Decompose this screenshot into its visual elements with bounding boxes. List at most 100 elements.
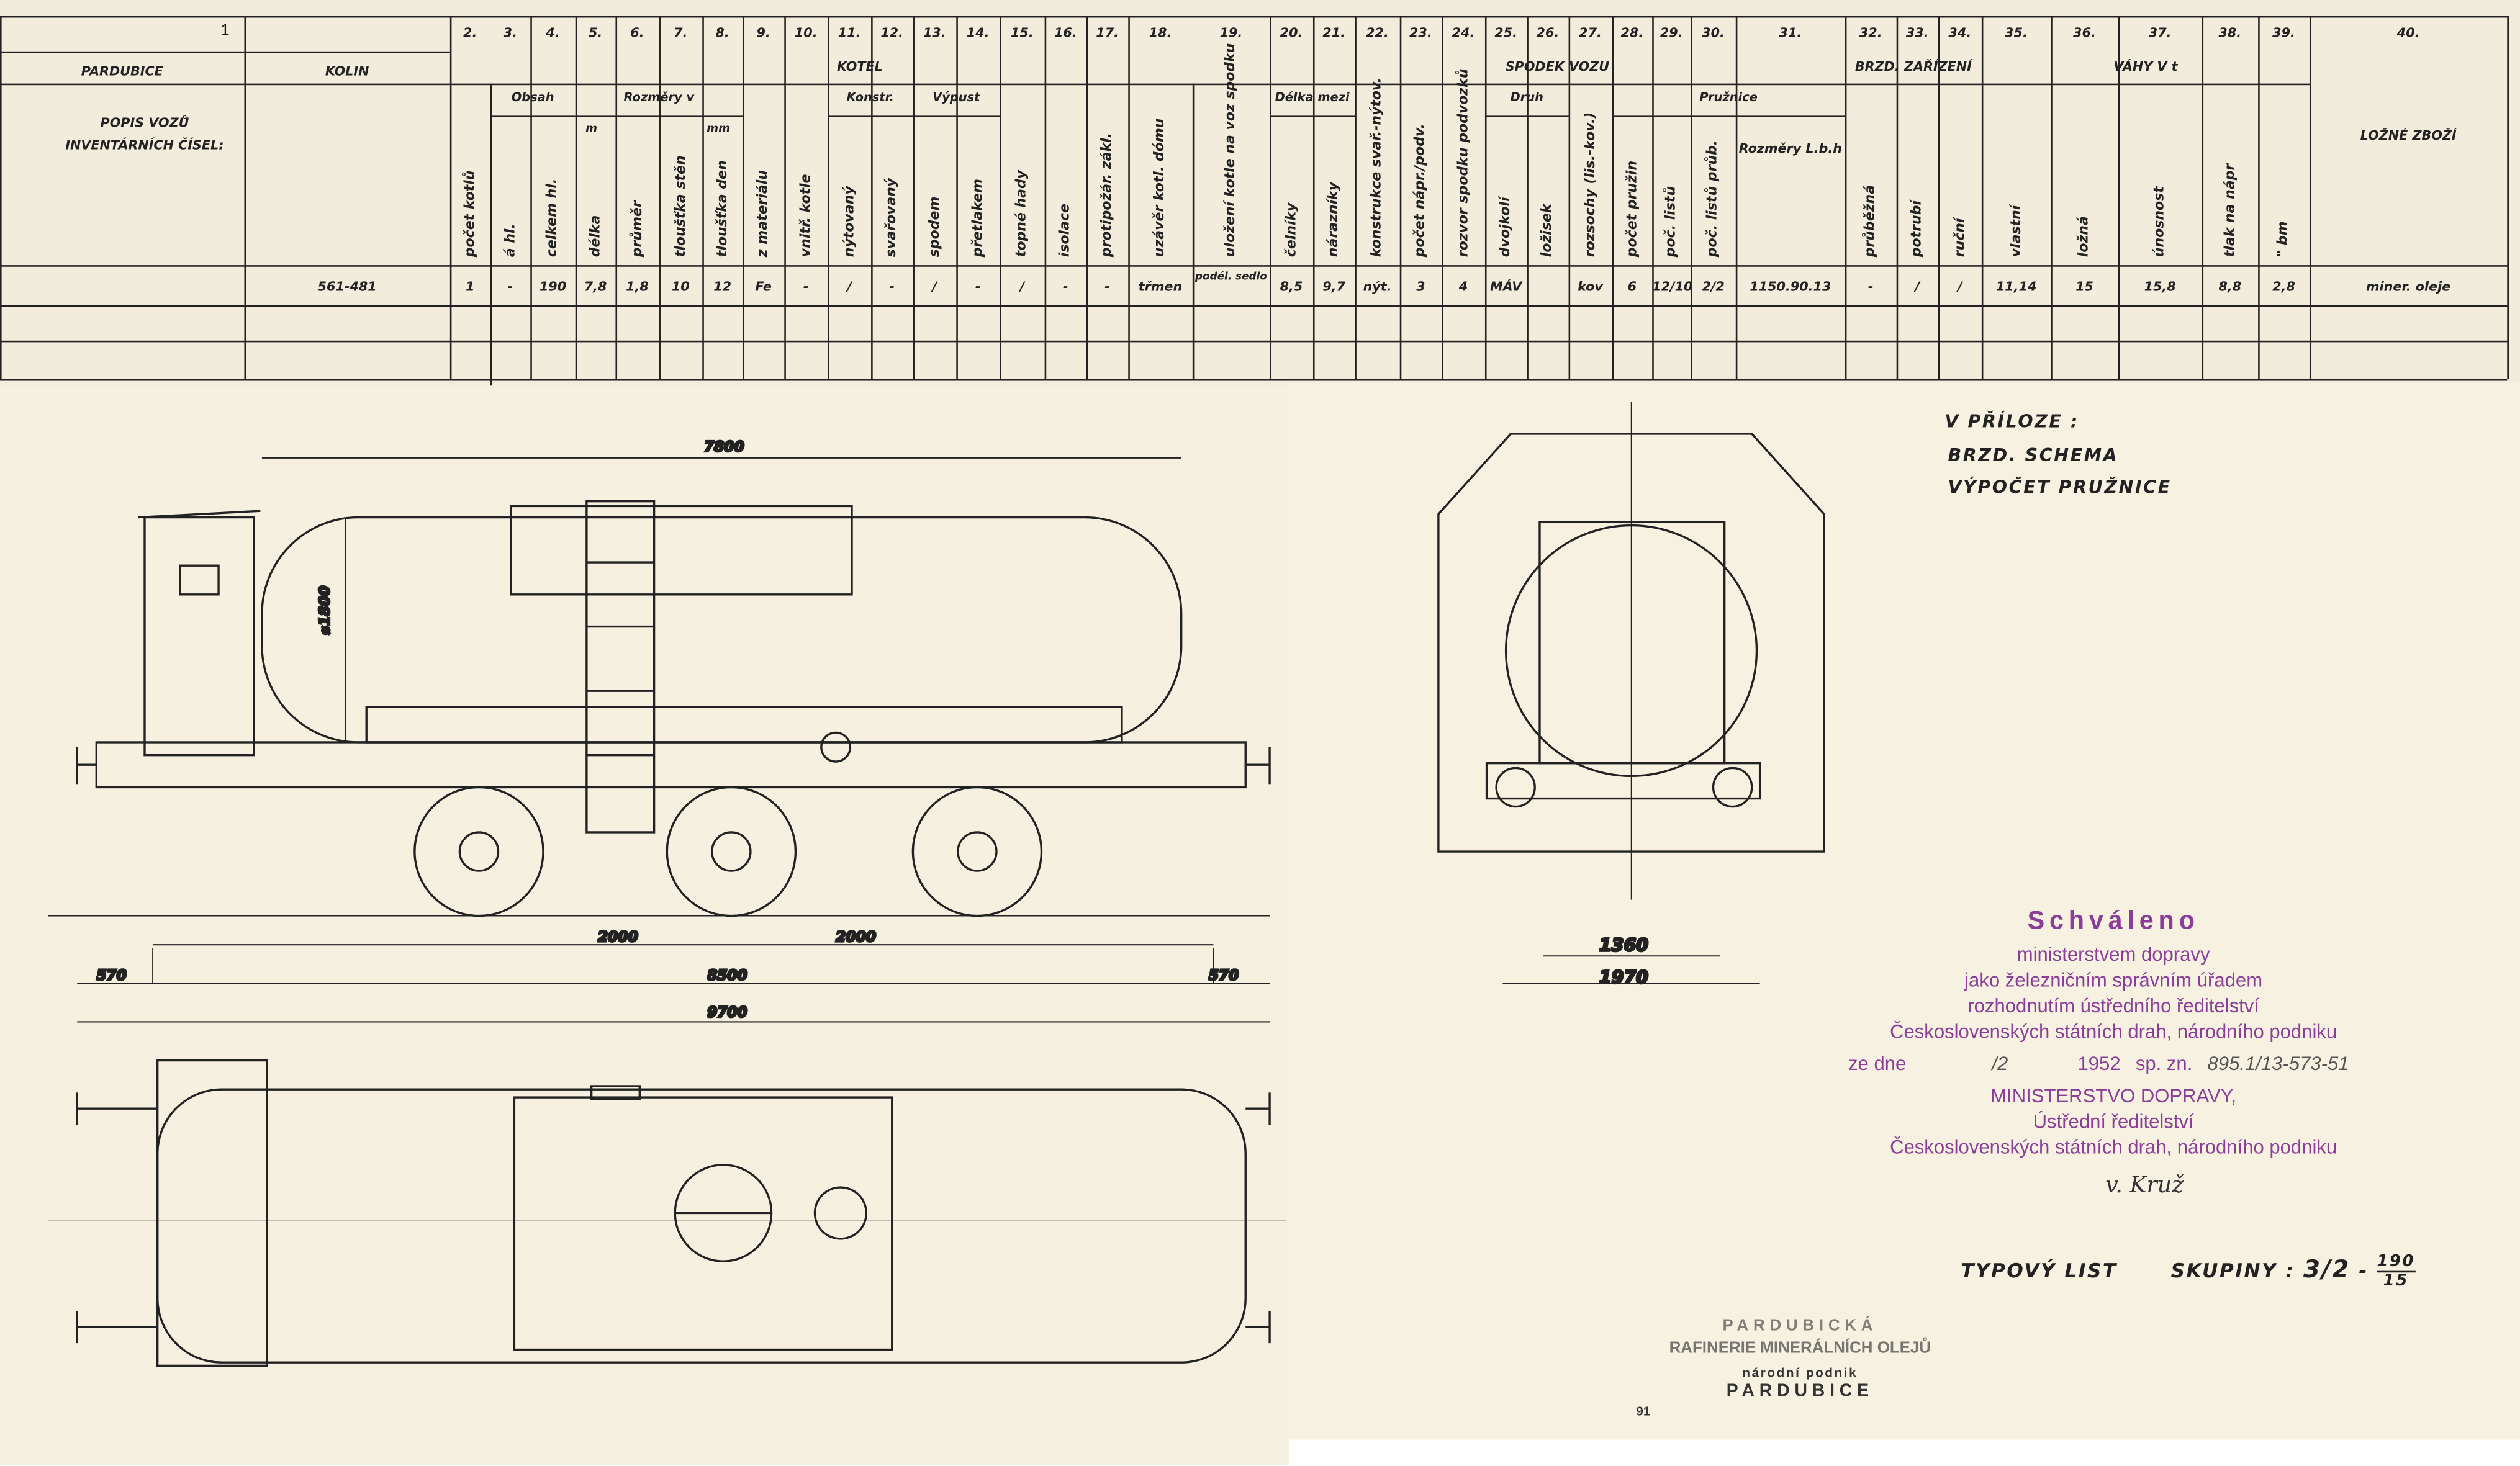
table-rule xyxy=(0,305,2508,308)
table-cell: 190 xyxy=(539,279,567,294)
table-rule xyxy=(828,16,830,379)
table-cell: 1150.90.13 xyxy=(1750,279,1831,294)
col-number: 22. xyxy=(1366,25,1389,40)
stamp-line: ministerstvem dopravy xyxy=(2016,943,2210,966)
table-rule xyxy=(1612,115,1845,117)
table-rule xyxy=(2051,16,2053,379)
table-rule xyxy=(913,115,1000,117)
authority-line: MINISTERSTVO DOPRAVY, xyxy=(1990,1084,2237,1107)
table-cell: 1,8 xyxy=(626,279,649,294)
date-label: ze dne xyxy=(1848,1052,1907,1075)
table-rule xyxy=(615,16,618,379)
table-rule xyxy=(871,16,874,379)
table-rule xyxy=(0,16,2508,19)
table-cell: 11,14 xyxy=(1995,279,2037,294)
denominator: 15 xyxy=(2383,1272,2409,1290)
table-rule xyxy=(1484,115,1569,117)
col-number: 1 xyxy=(220,22,230,40)
col-number: 12. xyxy=(880,25,904,40)
table-rule xyxy=(1981,16,1984,379)
factory-mark: 91 xyxy=(1636,1404,1651,1419)
unit-mm: mm xyxy=(707,122,731,135)
group-fraction: 3/2 xyxy=(2303,1254,2351,1284)
col-number: 40. xyxy=(2396,25,2420,40)
stamp-date-row: ze dne /2 1952 sp. zn. 895.1/13-573-51 xyxy=(1848,1053,2459,1075)
table-rule xyxy=(1128,16,1131,379)
type-sheet-label: TYPOVÝ LIST SKUPINY : 3/2 - 190 15 xyxy=(1961,1253,2416,1290)
factory-line: PARDUBICE xyxy=(1726,1382,1874,1401)
col-number: 8. xyxy=(715,25,729,40)
col-number: 38. xyxy=(2218,25,2242,40)
stamp-line: jako železničním správním úřadem xyxy=(1964,968,2263,992)
table-rule xyxy=(449,16,452,379)
col-number: 35. xyxy=(2005,25,2028,40)
col-number: 20. xyxy=(1280,25,1303,40)
table-cell: 4 xyxy=(1458,279,1468,294)
table-rule xyxy=(449,83,2310,86)
table-cell: 2/2 xyxy=(1702,279,1725,294)
dim-8500: 8500 xyxy=(707,967,747,984)
table-cell: - xyxy=(803,279,809,294)
group-header: VÁHY V t xyxy=(2113,59,2178,74)
table-cell: 15 xyxy=(2075,279,2093,294)
table-rule xyxy=(1568,16,1571,379)
col-number: 25. xyxy=(1494,25,1517,40)
dim-bogie-left: 2000 xyxy=(598,929,638,945)
stamp-line: rozhodnutím ústředního ředitelství xyxy=(1967,994,2259,1017)
type-sheet-text: TYPOVÝ LIST xyxy=(1961,1259,2118,1282)
subgroup-header: Pružnice xyxy=(1699,89,1758,105)
col-number: 24. xyxy=(1452,25,1475,40)
numerator: 190 xyxy=(2377,1253,2416,1273)
dim-diameter: ⌀1800 xyxy=(317,586,333,635)
group-header: KOTEL xyxy=(837,59,883,74)
table-rule xyxy=(1484,16,1488,379)
factory-line: PARDUBICKÁ xyxy=(1722,1317,1878,1336)
table-rule xyxy=(1938,16,1941,379)
table-rule xyxy=(784,16,787,379)
date-year: 1952 xyxy=(2077,1052,2121,1075)
subgroup-header: Obsah xyxy=(511,89,554,105)
subgroup-header: Výpust xyxy=(933,89,980,105)
table-rule xyxy=(244,16,246,379)
table-rule xyxy=(1399,16,1402,379)
dim-570-right: 570 xyxy=(1209,967,1239,984)
subgroup-header: Konstr. xyxy=(846,89,894,105)
end-view xyxy=(1437,402,1825,984)
table-cell: 8,8 xyxy=(2218,279,2242,294)
table-rule xyxy=(2202,16,2204,379)
table-rule xyxy=(0,16,2,379)
table-rule xyxy=(575,115,743,117)
table-cell: / xyxy=(1019,279,1025,294)
dim-1970: 1970 xyxy=(1599,967,1648,987)
col-number: 32. xyxy=(1859,25,1882,40)
table-cell: MÁV xyxy=(1489,279,1522,294)
table-rule xyxy=(1527,16,1529,379)
table-cell: třmen xyxy=(1138,279,1183,294)
table-rule xyxy=(1735,16,1738,379)
table-cell: 2,8 xyxy=(2272,279,2295,294)
col-number: 14. xyxy=(966,25,990,40)
col-number: 29. xyxy=(1660,25,1683,40)
table-cell: 12/10 xyxy=(1652,279,1693,294)
table-rule xyxy=(1312,16,1316,379)
table-cell: miner. oleje xyxy=(2365,279,2451,294)
table-cell: - xyxy=(1867,279,1874,294)
description-label: POPIS VOZŮ INVENTÁRNÍCH ČÍSEL: xyxy=(65,115,224,153)
table-rule xyxy=(1442,16,1444,379)
col-number: 19. xyxy=(1219,25,1243,40)
table-rule xyxy=(0,379,2508,382)
col-number: 18. xyxy=(1149,25,1172,40)
table-cell: / xyxy=(1915,279,1920,294)
table-cell: 12 xyxy=(713,279,732,294)
group-header: BRZD. ZAŘÍZENÍ xyxy=(1854,59,1972,74)
col-number: 4. xyxy=(546,25,560,40)
col-number: 16. xyxy=(1054,25,1077,40)
col-number: 23. xyxy=(1409,25,1432,40)
origin: PARDUBICE xyxy=(81,64,163,79)
table-rule xyxy=(2118,16,2120,379)
table-rule xyxy=(1192,83,1195,379)
table-cell: - xyxy=(507,279,513,294)
stamp-title: Schváleno xyxy=(2027,907,2200,935)
